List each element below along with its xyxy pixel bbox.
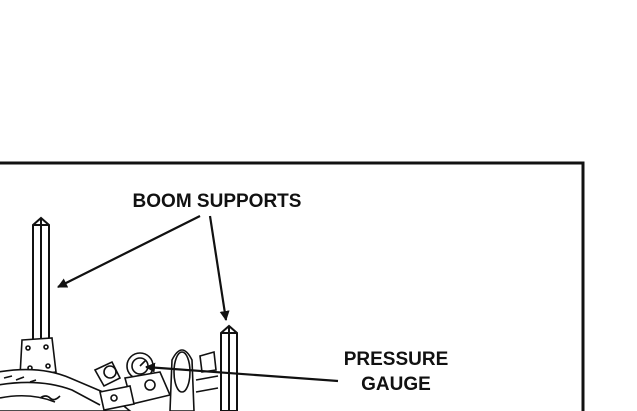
boom-arrow-left bbox=[57, 215, 201, 288]
pressure-gauge-label: PRESSURE GAUGE bbox=[326, 347, 466, 397]
pressure-gauge-arrow bbox=[145, 362, 339, 383]
pressure-gauge-label-line2: GAUGE bbox=[361, 374, 431, 395]
boom-arrow-right bbox=[208, 215, 230, 321]
boom-support-right bbox=[220, 324, 238, 411]
boom-supports-label: BOOM SUPPORTS bbox=[132, 191, 302, 212]
sprayer-machinery bbox=[0, 337, 219, 411]
figure-frame bbox=[0, 161, 585, 411]
pressure-gauge-label-line1: PRESSURE bbox=[343, 349, 449, 370]
boom-support-left bbox=[32, 216, 50, 361]
